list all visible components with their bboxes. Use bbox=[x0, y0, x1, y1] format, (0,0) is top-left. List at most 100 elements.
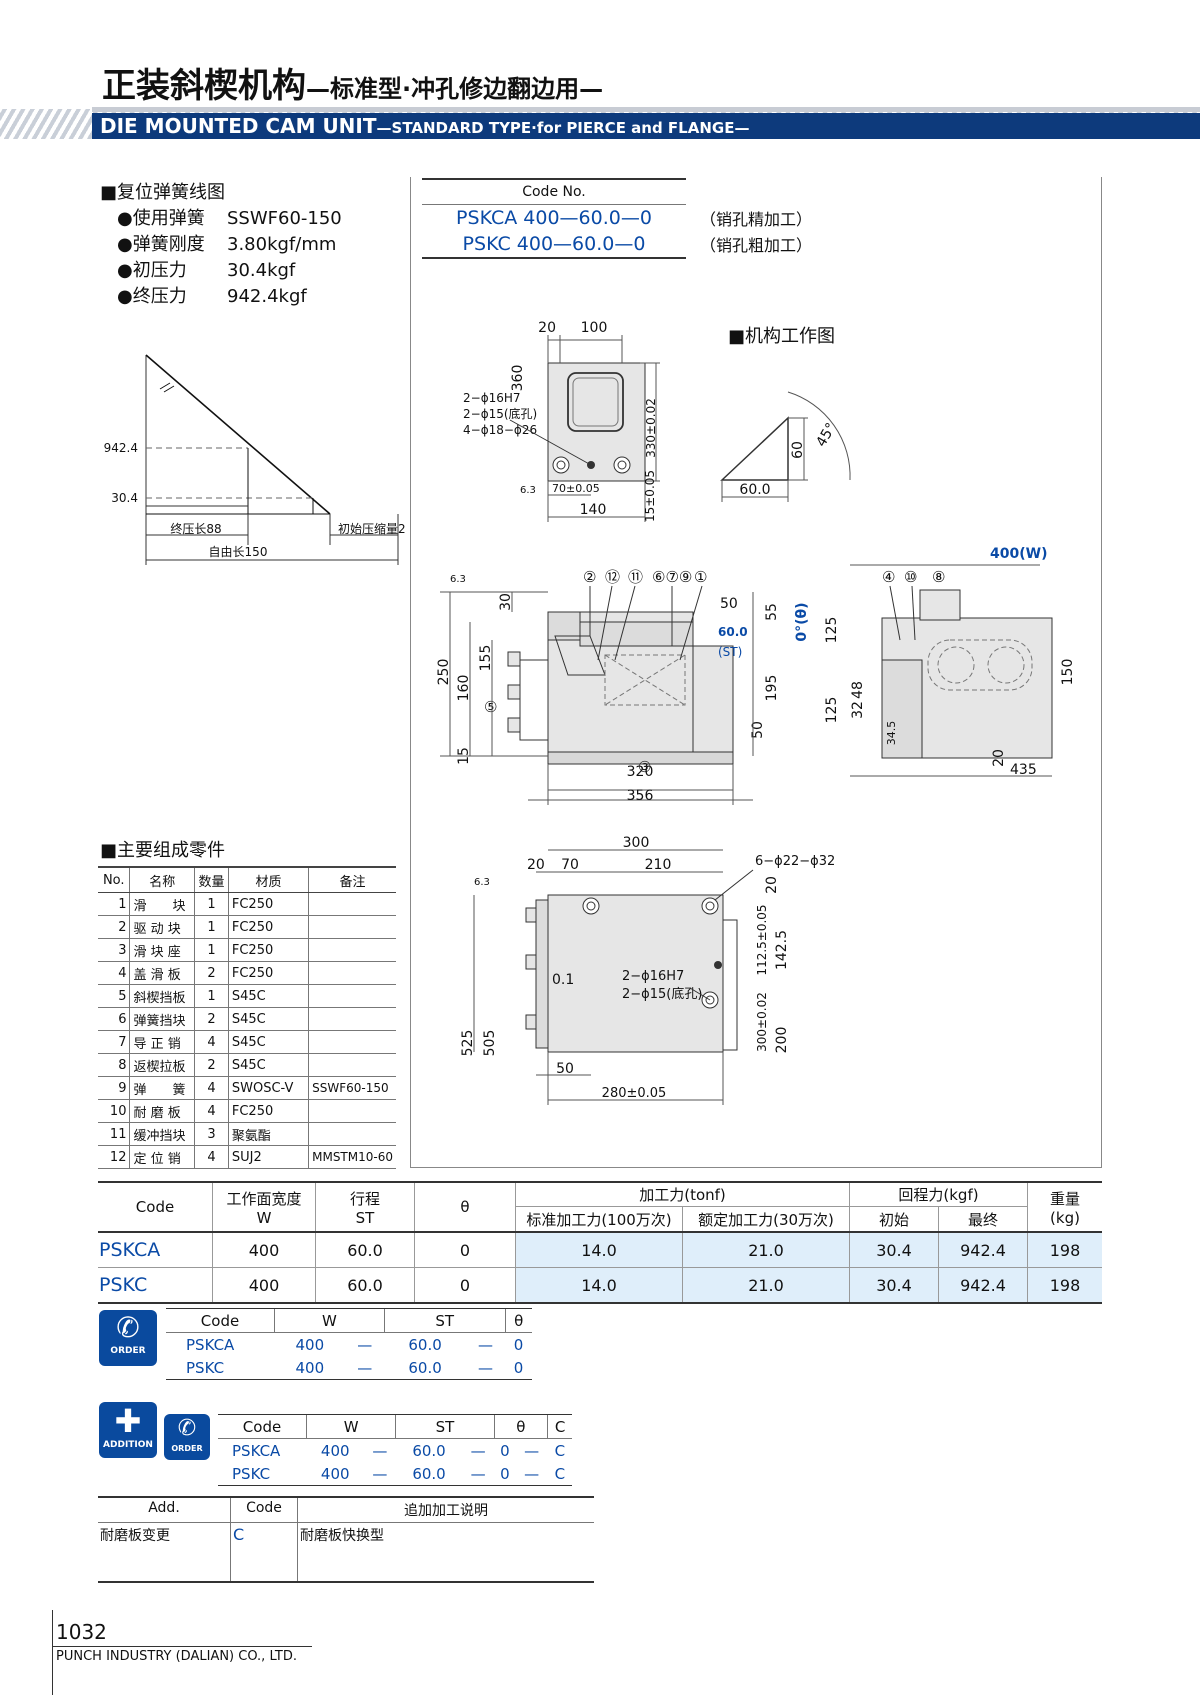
dim: 70±0.05 bbox=[552, 482, 600, 495]
title-bar bbox=[92, 113, 1200, 139]
graph-y-low: 30.4 bbox=[111, 491, 138, 505]
phone-icon: ✆ bbox=[177, 1416, 197, 1441]
table-row: 耐磨板变更 C 耐磨板快换型 bbox=[98, 1522, 594, 1583]
english-title: DIE MOUNTED CAM UNIT—STANDARD TYPE·for P… bbox=[100, 114, 750, 138]
dim: 250 bbox=[436, 659, 452, 686]
dim: 356 bbox=[627, 788, 654, 804]
table-row: PSKC 400 — 60.0 — 0 — C bbox=[218, 1462, 572, 1486]
graph-free-len: 自由长150 bbox=[209, 545, 268, 559]
code-box-header: Code No. bbox=[422, 178, 686, 205]
dim: 20 bbox=[538, 320, 556, 336]
side-view: 400(W) ④ ⑩ ⑧ 125 125 48 32 34.5 150 20 4… bbox=[824, 546, 1076, 778]
code-line: PSKC 400—60.0—0 bbox=[422, 231, 686, 259]
dim: 142.5 bbox=[774, 930, 790, 970]
dim: 150 bbox=[1060, 659, 1076, 686]
order-header-row: Code W ST θ C bbox=[218, 1414, 572, 1439]
order-badge: ✆ ORDER bbox=[164, 1414, 210, 1460]
technical-drawings: 20 100 330±0.02 360 2−ϕ16H7 2−ϕ15(底孔) 4−… bbox=[436, 320, 1076, 1105]
part-callout: ⑩ bbox=[904, 568, 917, 586]
dim: 195 bbox=[764, 675, 780, 702]
code-box: Code No. PSKCA 400—60.0—0 PSKC 400—60.0—… bbox=[422, 178, 686, 259]
order-table: Code W ST θ PSKCA 400 — 60.0 — 0 PSKC 40… bbox=[166, 1308, 532, 1380]
addition-table: Add. Code 追加加工说明 耐磨板变更 C 耐磨板快换型 bbox=[98, 1496, 594, 1583]
page-number: 1032 bbox=[56, 1620, 107, 1644]
mech-title: ■机构工作图 bbox=[728, 326, 836, 347]
dim: 100 bbox=[581, 320, 608, 336]
dim: 140 bbox=[580, 502, 607, 518]
dim: 48 bbox=[850, 681, 866, 699]
spring-heading: ■复位弹簧线图 bbox=[100, 182, 226, 203]
dim: 525 bbox=[460, 1030, 476, 1057]
dim: 125 bbox=[824, 617, 840, 644]
spec-subheader-row: 标准加工力(100万次) 额定加工力(30万次) 初始 最终 bbox=[98, 1206, 1102, 1232]
dim: 200 bbox=[774, 1027, 790, 1054]
dim: 34.5 bbox=[885, 721, 898, 746]
table-row: PSKC 400 60.0 0 14.0 21.0 30.4 942.4 198 bbox=[98, 1267, 1102, 1304]
dim: 360 bbox=[510, 365, 526, 392]
addition-badge: ✚ ADDITION bbox=[99, 1402, 157, 1458]
graph-final-len: 终压长88 bbox=[170, 521, 221, 536]
graph-init-comp: 初始压缩量2 bbox=[338, 521, 406, 536]
dim: 300±0.02 bbox=[755, 992, 769, 1052]
addition-header-row: Add. Code 追加加工说明 bbox=[98, 1496, 594, 1523]
code-note: （销孔粗加工） bbox=[700, 236, 813, 255]
dim: 32 bbox=[850, 701, 866, 719]
table-row: PSKCA 400 — 60.0 — 0 bbox=[186, 1335, 524, 1354]
dim: 330±0.02 bbox=[644, 398, 658, 458]
phone-icon: ✆ bbox=[116, 1311, 140, 1344]
front-view: ② ⑫ ⑪ ⑥⑦⑨ ① ③ ⑤ 250 160 155 30 15 50 55 … bbox=[436, 568, 810, 805]
part-callout: ④ bbox=[882, 568, 895, 586]
hole-label: 2−ϕ15(底孔) bbox=[622, 986, 702, 1002]
hole-label: 2−ϕ15(底孔) bbox=[463, 406, 537, 421]
part-callout: ③ bbox=[638, 758, 651, 776]
top-view: 20 100 330±0.02 360 2−ϕ16H7 2−ϕ15(底孔) 4−… bbox=[463, 320, 660, 522]
dim: 50 bbox=[720, 596, 738, 612]
order-header-row: Code W ST θ bbox=[166, 1308, 532, 1333]
footer-rule bbox=[52, 1610, 53, 1695]
dim: 60.0 bbox=[739, 482, 770, 498]
dim: 155 bbox=[478, 645, 494, 672]
dim: 280±0.05 bbox=[602, 1086, 667, 1101]
addition-order-table: Code W ST θ C PSKCA 400 — 60.0 — 0 — C P… bbox=[218, 1414, 572, 1486]
part-callout: ① bbox=[694, 568, 707, 586]
part-callout: ② bbox=[583, 568, 596, 586]
dim: 60 bbox=[790, 441, 806, 459]
dim: 210 bbox=[645, 857, 672, 873]
dim: 20 bbox=[527, 857, 545, 873]
dim: 50 bbox=[556, 1061, 574, 1077]
table-row: PSKCA 400 60.0 0 14.0 21.0 30.4 942.4 19… bbox=[98, 1231, 1102, 1268]
code-note: （销孔精加工） bbox=[700, 210, 813, 229]
footer-line bbox=[52, 1646, 312, 1647]
drawing-frame bbox=[410, 177, 1102, 1168]
dim: 125 bbox=[824, 697, 840, 724]
dim: 50 bbox=[750, 721, 766, 739]
page-title: 正装斜楔机构—标准型·冲孔修边翻边用— bbox=[102, 66, 604, 106]
dim: 15±0.05 bbox=[643, 470, 657, 522]
dim: 505 bbox=[482, 1030, 498, 1057]
dim: 30 bbox=[498, 593, 514, 611]
roughness: 6.3 bbox=[450, 574, 466, 585]
bottom-view: 300 20 70 210 6−ϕ22−ϕ32 20 112.5±0.05 14… bbox=[460, 835, 835, 1105]
table-row: PSKCA 400 — 60.0 — 0 — C bbox=[232, 1441, 566, 1460]
roughness: 6.3 bbox=[474, 877, 490, 888]
parts-header-row: No. 名称 数量 材质 备注 bbox=[98, 866, 396, 893]
hole-label: 6−ϕ22−ϕ32 bbox=[755, 854, 835, 869]
dim: 435 bbox=[1010, 762, 1037, 778]
table-row: PSKC 400 — 60.0 — 0 bbox=[166, 1356, 532, 1380]
